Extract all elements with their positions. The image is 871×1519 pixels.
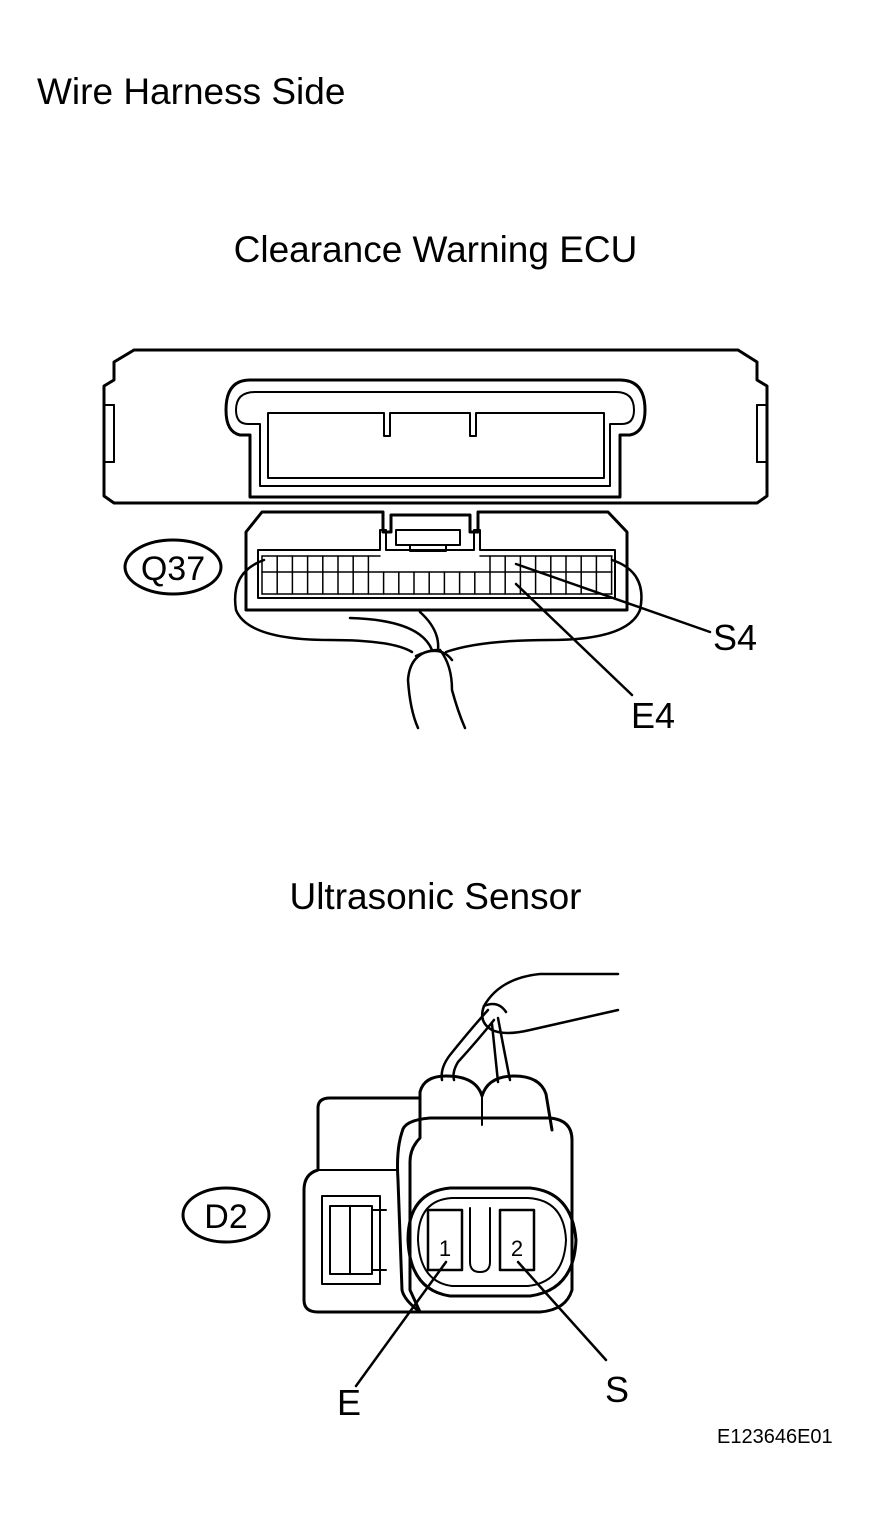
d2-code-ellipse [181, 1186, 271, 1244]
q37-code-ellipse [123, 538, 223, 596]
sensor-latch [321, 1195, 387, 1285]
page-title: Wire Harness Side [37, 71, 346, 112]
d2-connector-face [406, 1186, 578, 1298]
sensor-body [302, 1096, 574, 1314]
q37-terminal-grid [261, 555, 613, 595]
leader-line-s [516, 1260, 608, 1362]
leader-line-s4 [514, 562, 712, 634]
d2-pin-2-label: 2 [511, 1236, 523, 1261]
leader-line-e [354, 1260, 448, 1388]
ecu-title: Clearance Warning ECU [233, 229, 638, 270]
ecu-wire-harness [233, 558, 643, 730]
terminal-label-e4: E4 [631, 695, 676, 736]
leader-line-e4 [514, 582, 634, 697]
terminal-label-s4: S4 [713, 617, 758, 658]
sensor-cable [440, 972, 620, 1084]
ecu-body [102, 348, 769, 505]
d2-code-label: D2 [204, 1198, 247, 1236]
sensor-title: Ultrasonic Sensor [289, 876, 582, 917]
terminal-label-s: S [605, 1369, 630, 1410]
d2-pin-1 [426, 1208, 464, 1272]
q37-connector [244, 510, 629, 612]
terminal-label-e: E [337, 1382, 362, 1423]
image-code: E123646E01 [717, 1426, 833, 1448]
q37-code-label: Q37 [141, 550, 205, 588]
ecu-header-socket [224, 378, 647, 499]
d2-pin-1-label: 1 [439, 1236, 451, 1261]
d2-pin-2 [498, 1208, 536, 1272]
sensor-wire-boots [418, 1074, 554, 1132]
